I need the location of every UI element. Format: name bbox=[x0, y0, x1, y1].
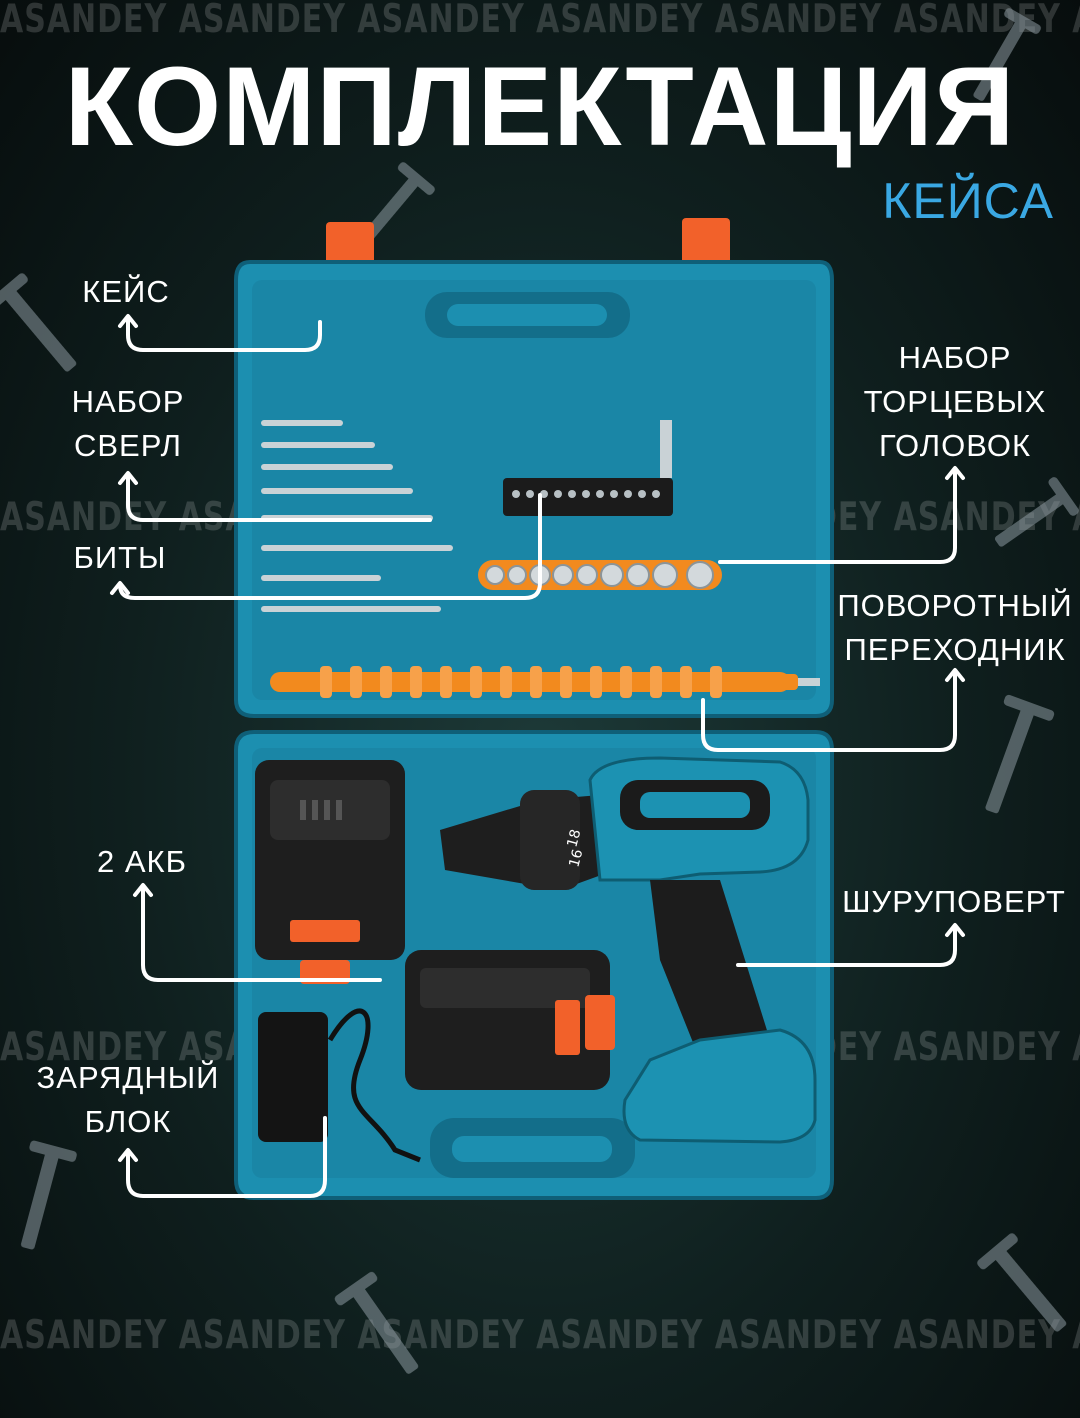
label-sockets: НАБОР ТОРЦЕВЫХ ГОЛОВОК bbox=[850, 336, 1060, 468]
drill-marking-18: 18 bbox=[564, 828, 584, 849]
label-adapter-line1: ПОВОРОТНЫЙ bbox=[837, 588, 1073, 623]
label-drills-line2: СВЕРЛ bbox=[73, 428, 183, 463]
label-adapter: ПОВОРОТНЫЙ ПЕРЕХОДНИК bbox=[830, 584, 1080, 672]
label-charger: ЗАРЯДНЫЙ БЛОК bbox=[28, 1056, 228, 1144]
arrow-batteries bbox=[141, 885, 382, 982]
arrow-bits bbox=[118, 493, 542, 600]
label-charger-line2: БЛОК bbox=[84, 1104, 172, 1139]
watermark-row-top: ASANDEY ASANDEY ASANDEY ASANDEY ASANDEY … bbox=[0, 0, 1080, 43]
label-adapter-line2: ПЕРЕХОДНИК bbox=[844, 632, 1066, 667]
label-sockets-line1: НАБОР bbox=[898, 340, 1012, 375]
page-subtitle: КЕЙСА bbox=[882, 173, 1054, 229]
label-drills-line1: НАБОР bbox=[71, 384, 185, 419]
battery-2 bbox=[405, 950, 615, 1090]
label-case-line1: КЕЙС bbox=[82, 274, 170, 309]
label-batteries: 2 АКБ bbox=[80, 840, 204, 884]
drill bbox=[440, 756, 817, 1144]
label-screwdriver-line1: ШУРУПОВЕРТ bbox=[842, 884, 1066, 919]
label-sockets-line3: ГОЛОВОК bbox=[878, 428, 1032, 463]
label-bits-line1: БИТЫ bbox=[73, 540, 167, 575]
page-title: КОМПЛЕКТАЦИЯ bbox=[64, 44, 1016, 169]
screw-decorations bbox=[0, 8, 1079, 1374]
arrow-screwdriver bbox=[736, 925, 957, 967]
latch-right bbox=[682, 218, 730, 270]
drill-marking-16: 16 bbox=[566, 848, 586, 869]
battery-1 bbox=[255, 760, 405, 984]
flex-adapter bbox=[270, 666, 820, 698]
label-sockets-line2: ТОРЦЕВЫХ bbox=[863, 384, 1047, 419]
label-drills: НАБОР СВЕРЛ bbox=[58, 380, 198, 468]
label-charger-line1: ЗАРЯДНЫЙ bbox=[36, 1060, 220, 1095]
arrow-sockets bbox=[718, 468, 957, 564]
label-batteries-line1: 2 АКБ bbox=[97, 844, 187, 879]
arrow-adapter bbox=[701, 670, 957, 752]
arrow-charger bbox=[126, 1116, 327, 1198]
label-bits: БИТЫ bbox=[58, 536, 182, 580]
arrow-drills bbox=[126, 473, 432, 522]
label-case: КЕЙС bbox=[70, 270, 182, 314]
watermark-row-bottom: ASANDEY ASANDEY ASANDEY ASANDEY ASANDEY … bbox=[0, 1312, 1080, 1359]
arrow-case bbox=[126, 316, 322, 352]
charger bbox=[258, 1008, 421, 1163]
label-screwdriver: ШУРУПОВЕРТ bbox=[838, 880, 1070, 924]
